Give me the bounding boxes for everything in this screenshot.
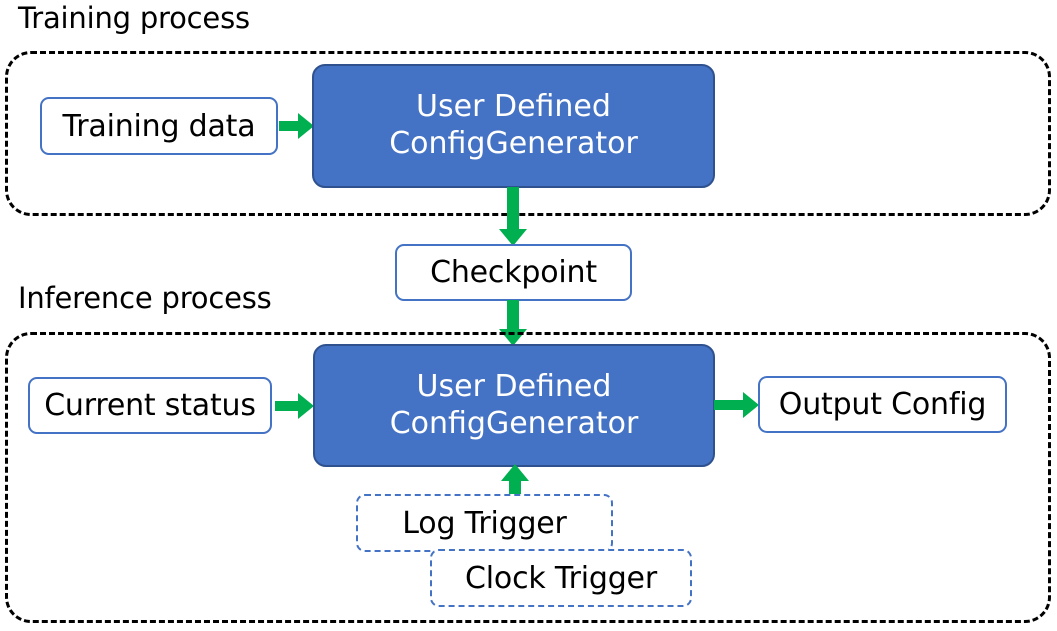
node-inference-config-generator-line1: User Defined xyxy=(416,368,612,404)
node-checkpoint-label: Checkpoint xyxy=(430,255,597,290)
node-training-data[interactable]: Training data xyxy=(40,97,278,155)
node-current-status-label: Current status xyxy=(44,388,256,423)
node-clock-trigger[interactable]: Clock Trigger xyxy=(430,549,692,607)
node-log-trigger-label: Log Trigger xyxy=(402,505,567,541)
node-training-config-generator-line1: User Defined xyxy=(416,89,611,125)
node-output-config-label: Output Config xyxy=(778,387,987,422)
inference-process-label: Inference process xyxy=(18,281,272,315)
inference-process-container xyxy=(5,332,1051,623)
training-process-label: Training process xyxy=(18,1,250,35)
node-checkpoint[interactable]: Checkpoint xyxy=(395,244,632,301)
node-clock-trigger-label: Clock Trigger xyxy=(465,560,657,596)
arrow-training-generator-to-checkpoint xyxy=(498,187,528,247)
node-training-config-generator[interactable]: User Defined ConfigGenerator xyxy=(312,64,715,188)
node-output-config[interactable]: Output Config xyxy=(758,376,1007,433)
arrow-generator-to-output-config xyxy=(714,391,760,419)
node-training-data-label: Training data xyxy=(62,108,256,144)
arrow-log-trigger-to-generator xyxy=(500,464,530,502)
arrow-training-data-to-generator xyxy=(279,112,315,140)
node-inference-config-generator-line2: ConfigGenerator xyxy=(389,405,639,441)
arrow-current-status-to-generator xyxy=(275,392,315,420)
node-training-config-generator-line2: ConfigGenerator xyxy=(389,126,638,161)
training-process-container xyxy=(5,51,1051,216)
node-current-status[interactable]: Current status xyxy=(28,377,272,434)
node-inference-config-generator[interactable]: User Defined ConfigGenerator xyxy=(313,344,715,467)
node-log-trigger[interactable]: Log Trigger xyxy=(356,494,613,552)
